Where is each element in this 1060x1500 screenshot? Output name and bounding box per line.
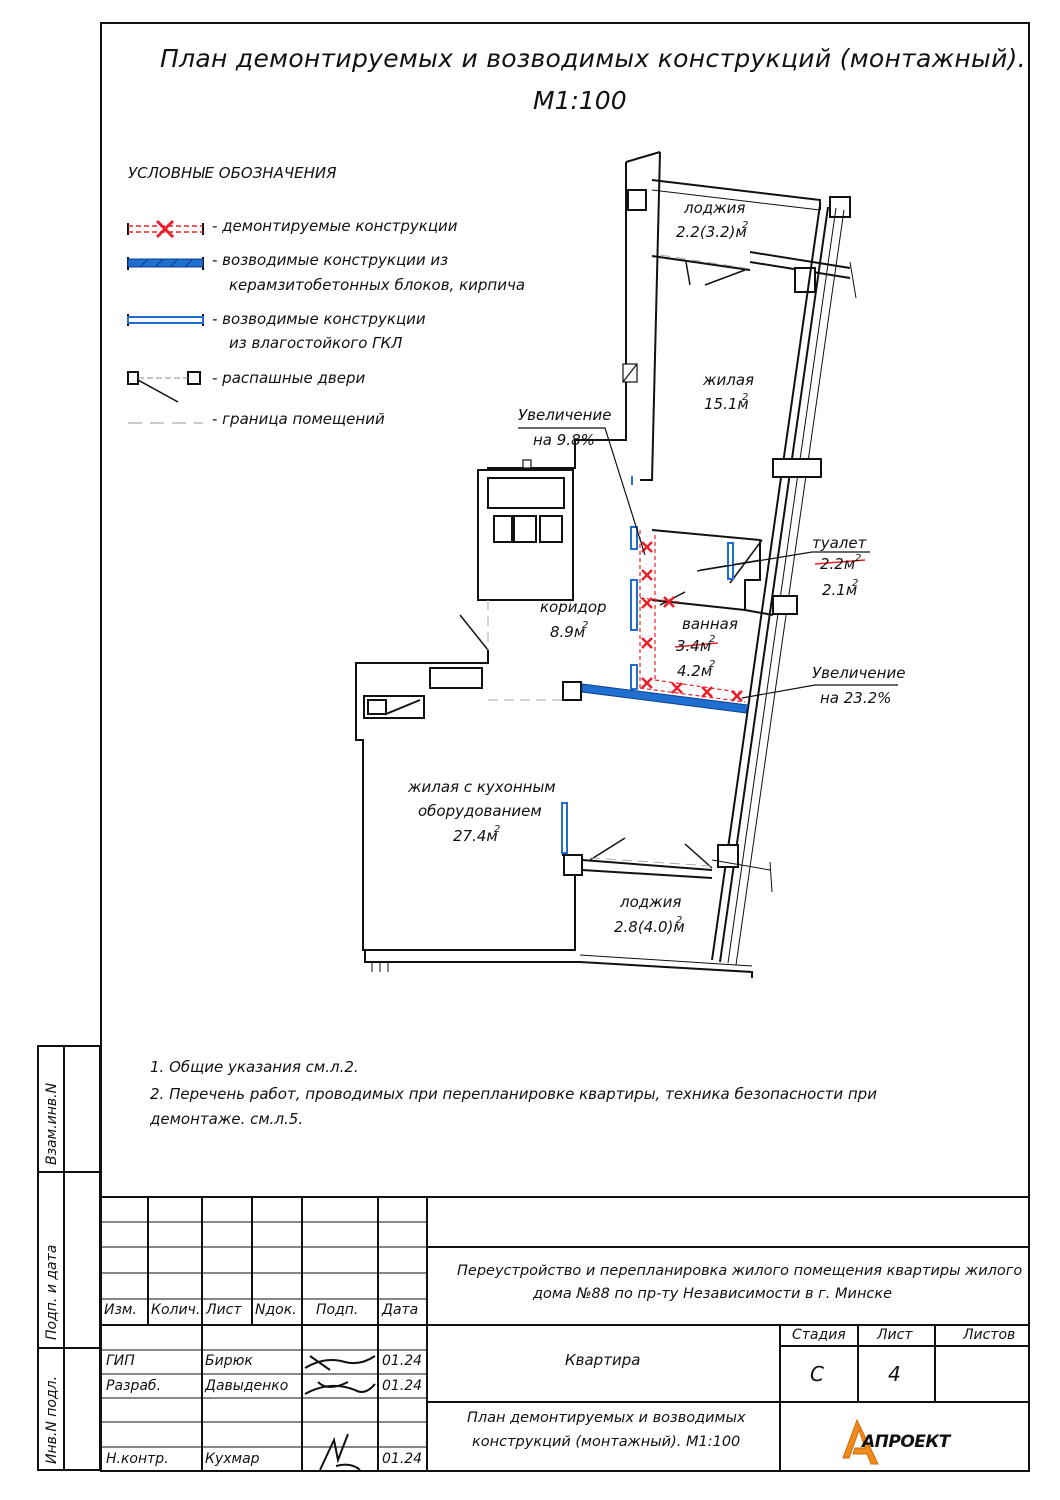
demolished-structure-symbol bbox=[127, 219, 204, 239]
tb-header-list: Лист bbox=[206, 1302, 242, 1318]
drawing-frame bbox=[100, 22, 1030, 1472]
toilet-area: 2.1м bbox=[822, 581, 857, 599]
increase-callout-1-line2: на 9.8% bbox=[533, 431, 595, 449]
tb-sheet-value: 4 bbox=[888, 1362, 901, 1386]
tb-project-line1: Переустройство и перепланировка жилого п… bbox=[457, 1263, 1023, 1279]
drawing-title: План демонтируемых и возводимых конструк… bbox=[160, 44, 1026, 73]
company-logo-text: АПРОЕКТ bbox=[862, 1432, 950, 1452]
tb-sheets-header: Листов bbox=[963, 1327, 1016, 1343]
loggia-bottom-area: 2.8(4.0)м bbox=[614, 918, 685, 936]
tb-date-razrab: 01.24 bbox=[382, 1378, 423, 1394]
corridor-name: коридор bbox=[540, 598, 607, 616]
note-3: демонтаже. см.л.5. bbox=[150, 1110, 304, 1128]
tb-role-nkontr: Н.контр. bbox=[106, 1451, 169, 1467]
tb-header-ndok: Nдок. bbox=[255, 1302, 297, 1318]
legend-boundary-label: - граница помещений bbox=[212, 410, 385, 428]
legend-gkl-label-2: из влагостойкого ГКЛ bbox=[229, 334, 403, 352]
tb-role-gip: ГИП bbox=[106, 1353, 135, 1369]
loggia-top-area: 2.2(3.2)м bbox=[676, 223, 747, 241]
living-room-area: 15.1м bbox=[704, 395, 749, 413]
tb-header-izm: Изм. bbox=[104, 1302, 137, 1318]
loggia-top-area-sup: 2 bbox=[742, 220, 748, 231]
signature-marks bbox=[304, 1355, 376, 1471]
tb-header-podp: Подп. bbox=[316, 1302, 359, 1318]
increase-callout-1-line1: Увеличение bbox=[518, 406, 611, 424]
legend-door-label: - распашные двери bbox=[212, 369, 366, 387]
tb-date-nkontr: 01.24 bbox=[382, 1451, 423, 1467]
living-room-name: жилая bbox=[702, 371, 754, 389]
tb-name-nkontr: Кухмар bbox=[205, 1451, 260, 1467]
corridor-area: 8.9м bbox=[550, 623, 585, 641]
legend-demolished-label: - демонтируемые конструкции bbox=[212, 217, 458, 235]
bath-area: 4.2м bbox=[677, 662, 712, 680]
tb-role-razrab: Разраб. bbox=[106, 1378, 162, 1394]
toilet-old-area-sup: 2 bbox=[855, 553, 861, 564]
bath-old-area-sup: 2 bbox=[709, 634, 715, 645]
legend-heading: УСЛОВНЫЕ ОБОЗНАЧЕНИЯ bbox=[128, 164, 337, 182]
company-logo bbox=[842, 1418, 879, 1465]
corridor-area-sup: 2 bbox=[582, 620, 588, 631]
legend-gkl-label: - возводимые конструкции bbox=[212, 310, 426, 328]
bath-old-area: 3.4м bbox=[676, 637, 711, 655]
living-room-area-sup: 2 bbox=[742, 392, 748, 403]
legend-block-label: - возводимые конструкции из bbox=[212, 251, 449, 269]
loggia-bottom-area-sup: 2 bbox=[676, 915, 682, 926]
toilet-area-sup: 2 bbox=[852, 578, 858, 589]
swing-door-symbol bbox=[127, 371, 201, 403]
kitchen-living-name-2: оборудованием bbox=[418, 802, 542, 820]
tb-header-kolich: Колич. bbox=[151, 1302, 201, 1318]
kitchen-living-area: 27.4м bbox=[453, 827, 498, 845]
bath-area-sup: 2 bbox=[709, 659, 715, 670]
tb-drawing-line2: конструкций (монтажный). М1:100 bbox=[472, 1434, 741, 1450]
bath-name: ванная bbox=[682, 615, 738, 633]
gkl-wall-symbol bbox=[127, 314, 204, 326]
toilet-name: туалет bbox=[812, 534, 868, 552]
tb-name-gip: Бирюк bbox=[205, 1353, 253, 1369]
note-1: 1. Общие указания см.л.2. bbox=[150, 1058, 359, 1076]
tb-stage-header: Стадия bbox=[792, 1327, 846, 1343]
tb-date-gip: 01.24 bbox=[382, 1353, 423, 1369]
block-wall-symbol bbox=[127, 257, 204, 270]
note-2: 2. Перечень работ, проводимых при перепл… bbox=[150, 1085, 877, 1103]
toilet-old-area: 2.2м bbox=[820, 555, 855, 573]
tb-object: Квартира bbox=[565, 1351, 641, 1369]
tb-drawing-line1: План демонтируемых и возводимых bbox=[467, 1410, 746, 1426]
increase-callout-2-line2: на 23.2% bbox=[820, 689, 891, 707]
kitchen-living-area-sup: 2 bbox=[494, 824, 500, 835]
tb-stage-value: С bbox=[810, 1362, 824, 1386]
tb-header-data: Дата bbox=[382, 1302, 419, 1318]
increase-callout-2-line1: Увеличение bbox=[812, 664, 905, 682]
kitchen-living-name-1: жилая с кухонным bbox=[407, 778, 556, 796]
tb-project-line2: дома №88 по пр-ту Независимости в г. Мин… bbox=[533, 1286, 893, 1302]
drawing-scale: М1:100 bbox=[533, 86, 627, 115]
loggia-top-name: лоджия bbox=[683, 199, 745, 217]
legend-block-label-2: керамзитобетонных блоков, кирпича bbox=[229, 276, 526, 294]
tb-sheet-header: Лист bbox=[877, 1327, 913, 1343]
tb-name-razrab: Давыденко bbox=[205, 1378, 289, 1394]
loggia-bottom-name: лоджия bbox=[619, 893, 681, 911]
